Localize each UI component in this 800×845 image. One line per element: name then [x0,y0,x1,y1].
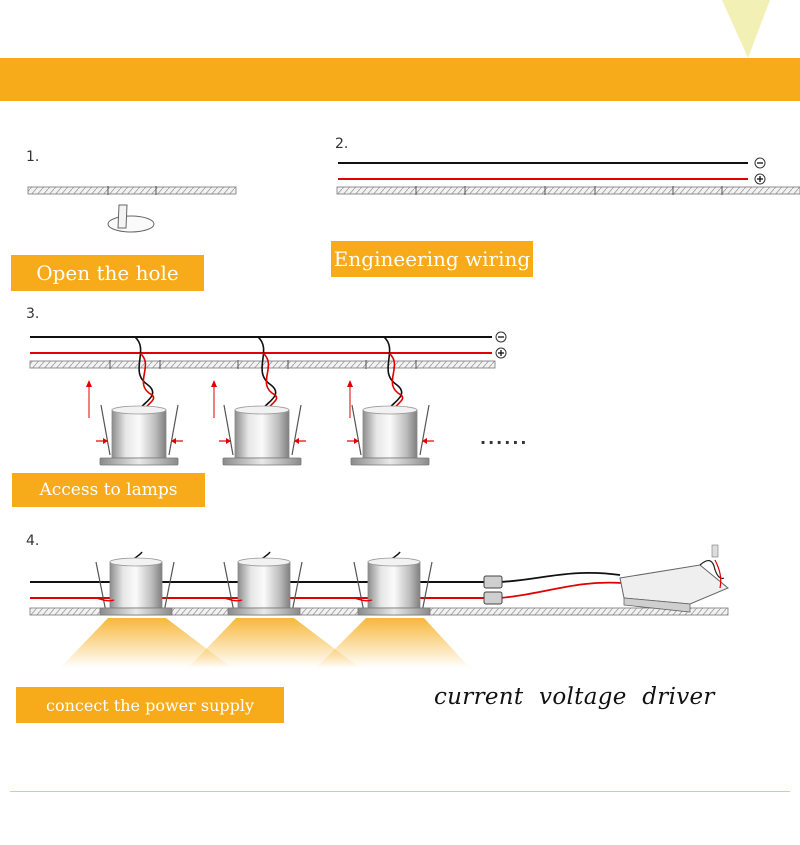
light-beam-decoration [722,0,770,58]
light-beams [60,618,470,668]
installed-lamp-3 [353,551,433,616]
step-1-label: Open the hole [11,255,204,291]
lamp-assembly-1 [86,336,183,466]
led-driver-icon [619,544,729,613]
installed-lamp-1 [95,551,175,616]
step-1-ceiling-panel [27,186,237,195]
step-3-label: Access to lamps [12,473,205,507]
lamp-assembly-2 [211,336,306,466]
step-4-label: concect the power supply [16,687,284,723]
lamp-assembly-3 [347,336,434,466]
header-bar [0,58,800,101]
installed-lamp-2 [223,551,303,616]
driver-caption: current voltage driver [434,684,715,710]
positive-terminal-icon [495,347,507,359]
hole-saw-icon [107,204,155,233]
negative-terminal-icon [495,331,507,343]
step-2-wiring [336,162,800,195]
step-2-label: Engineering wiring [331,241,533,277]
step-1-number: 1. [26,149,40,165]
step-3-number: 3. [26,306,40,322]
step-4-number: 4. [26,533,40,549]
positive-terminal-icon [754,173,766,185]
bottom-divider [10,791,790,792]
step-2-number: 2. [335,136,349,152]
negative-terminal-icon [754,157,766,169]
terminal-connector-icon [483,575,503,605]
more-lamps-ellipsis: ...... [480,429,528,448]
